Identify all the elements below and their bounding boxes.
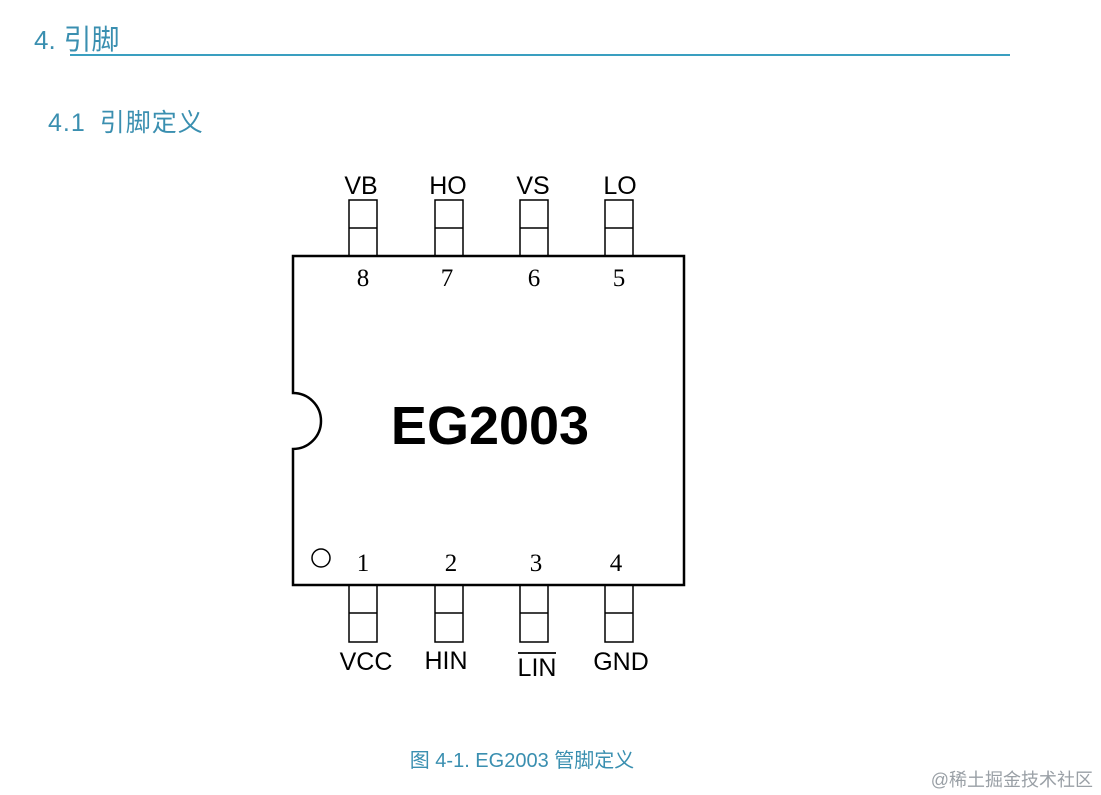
pin-1-label: VCC	[340, 648, 393, 676]
bottom-pin-leads	[348, 584, 634, 643]
chip-body	[291, 254, 686, 587]
pin-3-number: 3	[530, 550, 543, 577]
figure-caption: 图 4-1. EG2003 管脚定义	[409, 750, 635, 772]
pin1-indicator-dot	[311, 548, 331, 568]
chip-name: EG2003	[391, 396, 589, 456]
section-title: 引脚	[63, 24, 120, 55]
heading-underline	[70, 54, 1010, 56]
pin-4-label: GND	[593, 648, 649, 676]
pin-1-number: 1	[357, 550, 370, 577]
pin-5-number: 5	[613, 265, 626, 292]
pin-2-label: HIN	[424, 647, 467, 675]
pin-2-number: 2	[445, 550, 458, 577]
subsection-number: 4.1	[48, 109, 86, 137]
pin-7-label: HO	[429, 172, 467, 200]
subsection-title: 引脚定义	[99, 109, 204, 137]
pin-3-label: LIN	[518, 654, 557, 682]
section-heading: 4. 引脚	[34, 22, 119, 58]
pin-8-label: VB	[344, 172, 377, 200]
pin-6-number: 6	[528, 265, 541, 292]
subsection-heading: 4.1 引脚定义	[48, 103, 204, 139]
top-pin-leads	[348, 199, 634, 257]
pin-4-number: 4	[610, 550, 623, 577]
pin-5-label: LO	[603, 172, 636, 200]
pin-6-label: VS	[516, 172, 549, 200]
pin-7-number: 7	[441, 265, 454, 292]
pin-8-number: 8	[357, 265, 370, 292]
watermark: @稀土掘金技术社区	[930, 770, 1093, 790]
section-number: 4.	[34, 25, 56, 55]
